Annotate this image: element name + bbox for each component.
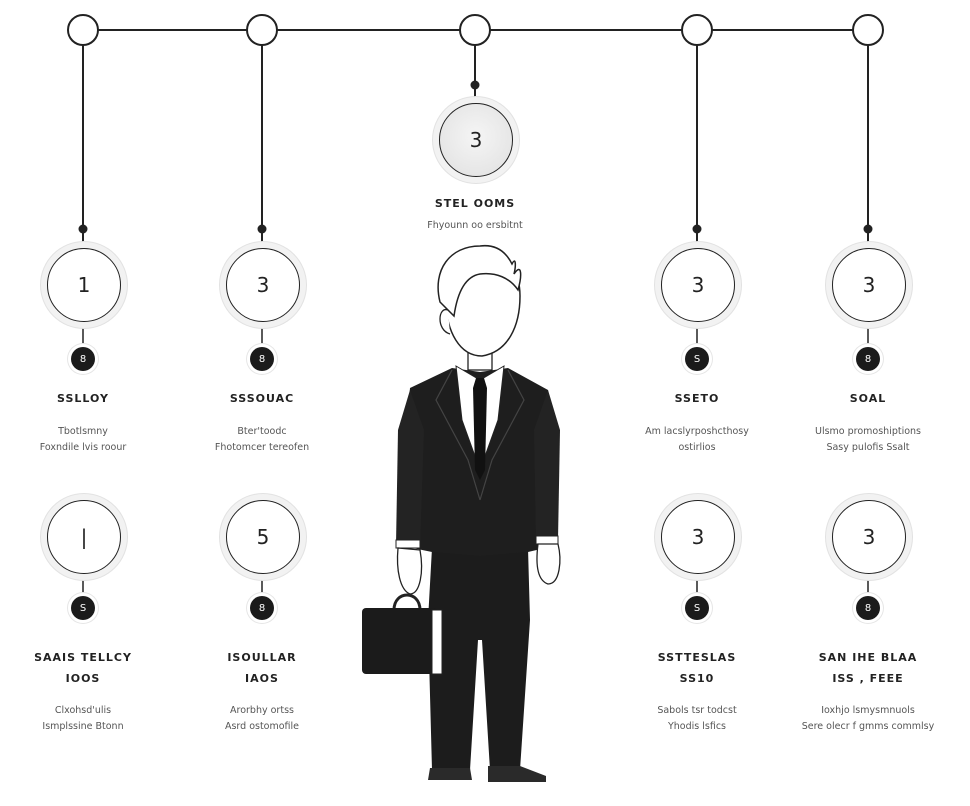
center-desc: Fhyounn oo ersbitnt	[427, 220, 523, 231]
row2-node-4: 3	[832, 500, 906, 574]
row2-subtitle-4: ISS , FEEE	[832, 672, 904, 685]
row2-subtitle-1: IOOS	[65, 672, 101, 685]
junction-dot-4	[692, 224, 702, 234]
row2-badge-3: S	[685, 596, 709, 620]
junction-dot-1	[78, 224, 88, 234]
row1-desc-4b: Sasy pulofis Ssalt	[826, 442, 910, 453]
row1-badge-1: 8	[71, 347, 95, 371]
row1-title-1: SSLLOY	[57, 392, 109, 405]
top-node-5	[852, 14, 884, 46]
row2-title-4: SAN IHE BLAA	[818, 651, 918, 664]
row2-desc-1b: Ismplssine Btonn	[42, 721, 124, 732]
row1-desc-3a: Am lacslyrposhcthosy	[645, 426, 749, 437]
row2-desc-4a: Ioxhjo lsmysmnuols	[821, 705, 915, 716]
row2-node-1: |	[47, 500, 121, 574]
row1-badge-2: 8	[250, 347, 274, 371]
junction-dot-5	[863, 224, 873, 234]
row1-node-4: 3	[832, 248, 906, 322]
row1-badge-4: 8	[856, 347, 880, 371]
row2-desc-4b: Sere olecr f gmms commlsy	[801, 721, 935, 732]
center-title: STEL OOMS	[434, 197, 516, 210]
top-node-3	[459, 14, 491, 46]
row1-desc-1a: Tbotlsmny	[58, 426, 108, 437]
top-node-2	[246, 14, 278, 46]
junction-dot-2	[257, 224, 267, 234]
row1-title-3: SSETO	[674, 392, 720, 405]
row1-desc-2a: Bter'toodc	[237, 426, 287, 437]
row1-title-2: SSSOUAC	[229, 392, 295, 405]
row1-desc-4a: Ulsmo promoshiptions	[814, 426, 922, 437]
row2-subtitle-3: SS10	[679, 672, 715, 685]
center-node: 3	[439, 103, 513, 177]
row1-title-4: SOAL	[849, 392, 887, 405]
row1-desc-3b: ostirlios	[678, 442, 716, 453]
row1-desc-1b: Foxndile lvis roour	[39, 442, 127, 453]
row2-desc-2a: Arorbhy ortss	[230, 705, 294, 716]
row2-subtitle-2: IAOS	[245, 672, 279, 685]
row2-desc-2b: Asrd ostomofile	[224, 721, 300, 732]
row2-desc-3b: Yhodis lsfics	[667, 721, 727, 732]
row2-badge-4: 8	[856, 596, 880, 620]
row1-node-3: 3	[661, 248, 735, 322]
row1-node-2: 3	[226, 248, 300, 322]
row2-title-1: SAAIS TELLCY	[34, 651, 132, 664]
row2-desc-1a: Clxohsd'ulis	[54, 705, 112, 716]
row2-node-3: 3	[661, 500, 735, 574]
row1-desc-2b: Fhotomcer tereofen	[214, 442, 310, 453]
top-node-1	[67, 14, 99, 46]
top-node-4	[681, 14, 713, 46]
junction-dot-3	[470, 80, 480, 90]
row2-node-2: 5	[226, 500, 300, 574]
row1-node-1: 1	[47, 248, 121, 322]
row2-badge-2: 8	[250, 596, 274, 620]
row2-desc-3a: Sabols tsr todcst	[657, 705, 737, 716]
row1-badge-3: S	[685, 347, 709, 371]
row2-title-3: SSTTESLAS	[657, 651, 737, 664]
row2-badge-1: S	[71, 596, 95, 620]
row2-title-2: ISOULLAR	[227, 651, 297, 664]
